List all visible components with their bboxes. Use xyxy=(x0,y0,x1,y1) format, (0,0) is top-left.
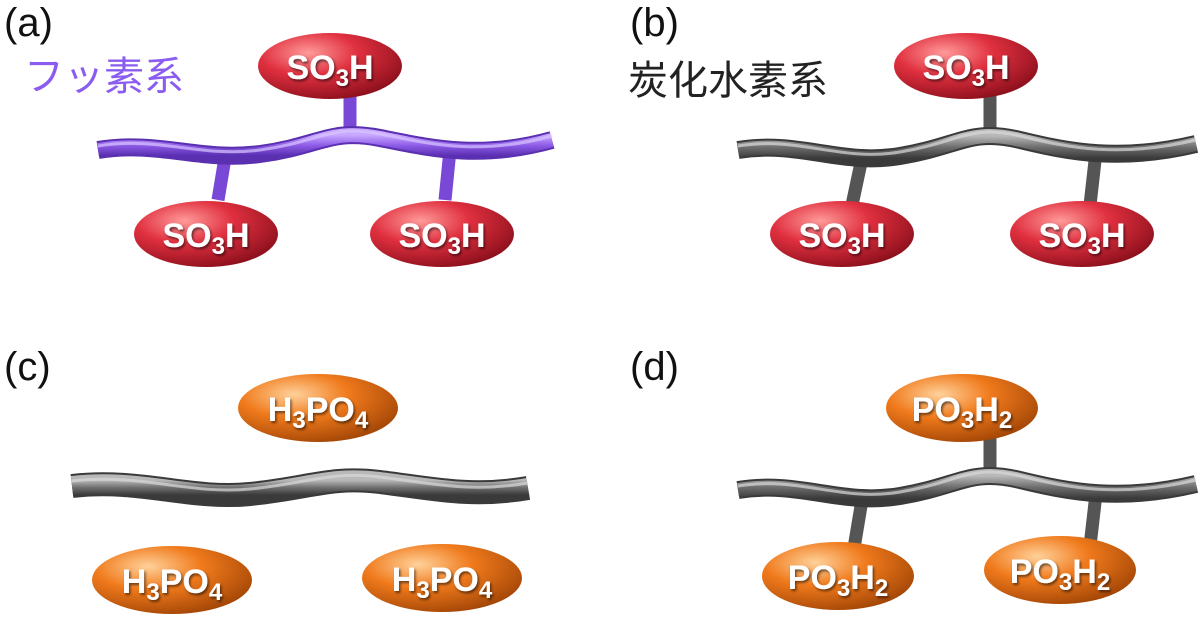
panel-a: (a) フッ素系 SO3H SO3H SO3H xyxy=(4,1,555,267)
svg-text:SO3H: SO3H xyxy=(162,217,249,260)
svg-text:H3PO4: H3PO4 xyxy=(392,561,493,604)
panel-b: (b) 炭化水素系 SO3H SO3H SO3H xyxy=(628,1,1199,267)
panel-a-type-label: フッ素系 xyxy=(24,54,184,100)
panel-c-acid-top: H3PO4 xyxy=(238,374,398,442)
panel-d-side-chain-left xyxy=(847,498,869,550)
panel-a-group-left: SO3H xyxy=(134,201,278,267)
panel-b-group-left: SO3H xyxy=(770,201,914,267)
svg-text:SO3H: SO3H xyxy=(1038,217,1125,260)
panel-c-label: (c) xyxy=(4,345,51,389)
panel-a-label: (a) xyxy=(4,1,53,45)
panel-b-group-right: SO3H xyxy=(1010,201,1154,267)
panel-d-label: (d) xyxy=(630,345,679,389)
svg-text:PO3H2: PO3H2 xyxy=(1010,553,1110,596)
panel-c-acid-left: H3PO4 xyxy=(92,546,252,614)
svg-text:PO3H2: PO3H2 xyxy=(912,391,1012,434)
svg-text:PO3H2: PO3H2 xyxy=(788,559,888,602)
panel-b-group-top: SO3H xyxy=(894,33,1038,99)
panel-b-label: (b) xyxy=(630,1,679,45)
panel-c: (c) H3PO4 H3PO4 H3PO4 xyxy=(4,345,531,614)
svg-text:SO3H: SO3H xyxy=(286,49,373,92)
svg-text:H3PO4: H3PO4 xyxy=(122,563,223,606)
svg-text:SO3H: SO3H xyxy=(398,217,485,260)
panel-d-group-right: PO3H2 xyxy=(984,536,1136,604)
panel-a-group-right: SO3H xyxy=(370,201,514,267)
svg-text:H3PO4: H3PO4 xyxy=(268,391,369,434)
panel-d-group-left: PO3H2 xyxy=(762,542,914,610)
panel-d-side-chain-right xyxy=(1083,493,1103,547)
panel-d: (d) PO3H2 PO3H2 PO3H2 xyxy=(630,345,1199,610)
svg-text:SO3H: SO3H xyxy=(798,217,885,260)
panel-d-group-top: PO3H2 xyxy=(886,374,1038,442)
panel-b-type-label: 炭化水素系 xyxy=(628,58,828,104)
panel-a-group-top: SO3H xyxy=(258,33,402,99)
panel-c-acid-right: H3PO4 xyxy=(362,544,522,612)
svg-text:SO3H: SO3H xyxy=(922,49,1009,92)
